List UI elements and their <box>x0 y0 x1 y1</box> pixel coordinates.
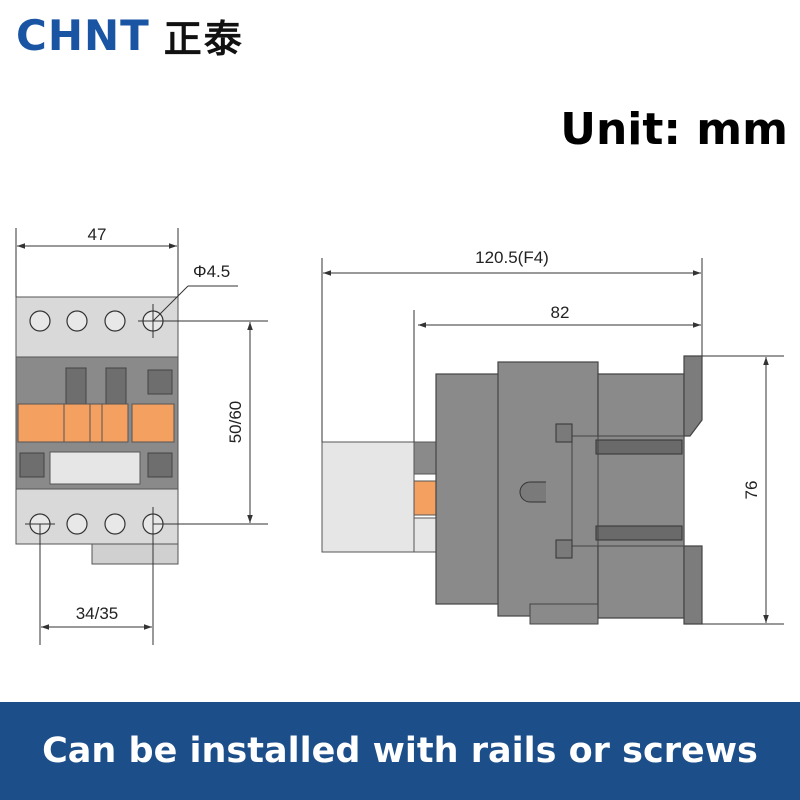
front-screw-hole <box>104 310 126 332</box>
front-screw-hole <box>66 310 88 332</box>
hole-spacing-dimension: 34/35 <box>76 604 119 623</box>
brand-logo-latin: CHNT <box>16 10 150 60</box>
front-width-dimension: 47 <box>88 225 107 244</box>
front-slot-1 <box>65 367 87 405</box>
hole-diameter-dimension: Φ4.5 <box>193 262 230 281</box>
side-base-foot <box>529 603 599 625</box>
footer-banner: Can be installed with rails or screws <box>0 702 800 800</box>
front-square-top-right <box>147 369 173 395</box>
front-label-window <box>49 451 141 485</box>
front-height-dimension: 50/60 <box>226 401 245 444</box>
side-aux-block <box>321 441 415 553</box>
front-orange-center <box>63 403 129 443</box>
front-screw-hole <box>29 310 51 332</box>
front-orange-right <box>131 403 175 443</box>
brand-logo-cjk: 正泰 <box>163 16 244 61</box>
brand-logo: CHNT 正泰 <box>16 10 244 61</box>
front-square-bottom-right <box>147 452 173 478</box>
dimension-drawing: 47 Φ4.5 50/60 34/35 <box>15 225 784 645</box>
side-connector-bottom <box>413 517 437 553</box>
unit-label: Unit: mm <box>560 104 788 155</box>
front-rail-tab <box>91 543 179 565</box>
front-slot-2 <box>105 367 127 405</box>
front-view: 47 Φ4.5 50/60 34/35 <box>15 225 268 645</box>
side-connector-orange <box>413 480 437 516</box>
side-rail-clip-top <box>683 355 703 437</box>
side-connector-top <box>413 441 437 475</box>
side-inner-recess <box>571 435 685 547</box>
banner-text: Can be installed with rails or screws <box>42 731 758 771</box>
front-screw-hole <box>104 513 126 535</box>
side-view: 120.5(F4) 82 76 <box>321 248 784 625</box>
side-contact-bar-top <box>595 439 683 455</box>
front-orange-left <box>17 403 65 443</box>
side-rail-clip-bottom <box>683 545 703 625</box>
side-contact-bar-bottom <box>595 525 683 541</box>
side-height-dimension: 76 <box>742 481 761 500</box>
front-square-bottom-left <box>19 452 45 478</box>
side-knob <box>519 481 546 503</box>
overall-depth-dimension: 120.5(F4) <box>475 248 549 267</box>
front-screw-hole <box>66 513 88 535</box>
body-depth-dimension: 82 <box>551 303 570 322</box>
